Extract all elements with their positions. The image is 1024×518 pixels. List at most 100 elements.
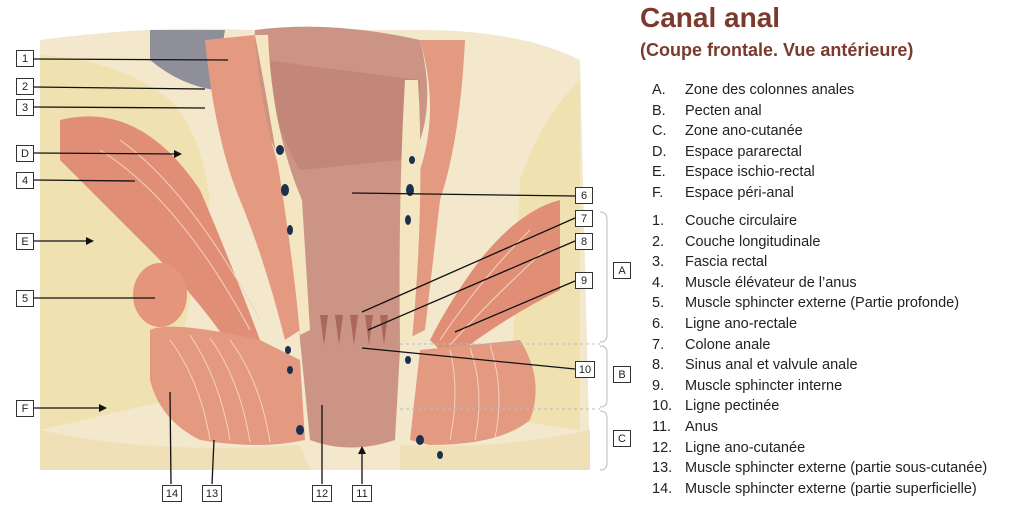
external-sphincter-right [410,340,536,445]
legend-key: 2. [652,233,665,250]
legend-item: 12. Ligne ano-cutanée [652,438,987,459]
perianal-skin-right [400,430,590,470]
legend-item: A. Zone des colonnes anales [652,80,854,101]
legend-text: Ligne pectinée [685,398,780,415]
legend-text: Colone anale [685,336,771,353]
legend-key: E. [652,164,666,181]
legend-key: 12. [652,439,673,456]
legend-item: 8. Sinus anal et valvule anale [652,355,987,376]
callout-8: 8 [575,233,593,250]
pointer-lines [33,58,576,485]
legend-key: C. [652,123,667,140]
legend-key: 5. [652,295,665,312]
callout-10: 10 [575,361,595,378]
callout-4: 4 [16,172,34,189]
legend-item: F. Espace péri-anal [652,183,854,204]
legend-item: 10. Ligne pectinée [652,396,987,417]
legend-item: 9. Muscle sphincter interne [652,376,987,397]
legend-text: Muscle sphincter externe (Partie profond… [685,295,960,312]
callout-C: C [613,430,631,447]
callout-F: F [16,400,34,417]
zone-brackets [400,211,608,471]
lumen-shadow [265,60,420,170]
muscle-fibres [99,139,546,443]
legend-key: 14. [652,480,673,497]
legend-item: 5. Muscle sphincter externe (Partie profo… [652,293,987,314]
levator-ani-right [430,200,560,360]
legend-key: 3. [652,254,665,271]
legend-item: B.Pecten anal [652,101,854,122]
legend-text: Sinus anal et valvule anale [685,357,858,374]
callout-14: 14 [162,485,182,502]
legend-text: Muscle élévateur de l’anus [685,274,857,291]
callout-13: 13 [202,485,222,502]
anal-canal-illustration [33,26,608,485]
legend-item: 3. Fascia rectal [652,252,987,273]
legend-item: D. Espace pararectal [652,142,854,163]
perianal-skin [40,430,310,470]
legend-text: Couche circulaire [685,213,798,229]
legend-key: F. [652,184,664,201]
legend-text: Couche longitudinale [685,233,821,250]
legend-key: 10. [652,398,673,415]
legend-key: 11. [652,418,672,435]
legend-key: 1. [652,213,665,229]
legend-key: 7. [652,336,665,353]
legend-text: Zone ano-cutanée [685,123,803,140]
legend-text: Espace péri-anal [685,184,794,201]
callout-A: A [613,262,631,279]
longitudinal-layer-right [399,80,421,345]
legend-text: Ligne ano-cutanée [685,439,806,456]
callout-D: D [16,145,34,162]
rectal-wall-left [205,35,300,340]
legend-text: Muscle sphincter interne [685,377,843,394]
callout-12: 12 [312,485,332,502]
callout-E: E [16,233,34,250]
legend-text: Espace ischio-rectal [685,164,815,181]
callout-3: 3 [16,99,34,116]
legend-item: 11. Anus [652,417,987,438]
legend-text: Zone des colonnes anales [685,82,855,98]
rectal-wall-right [405,40,465,340]
callout-1: 1 [16,50,34,67]
legend-text: Fascia rectal [685,254,768,271]
legend-key: 4. [652,274,665,291]
legend-key: 6. [652,315,665,332]
legend-item: 13. Muscle sphincter externe (partie sous… [652,458,987,479]
external-sphincter-left [150,326,305,445]
legend-text: Espace pararectal [685,143,802,160]
diagram-title: Canal anal [640,2,781,33]
legend-text: Anus [685,418,719,435]
legend-key: A. [652,82,666,98]
arrowheads [86,150,366,454]
legend-numbers: 1. Couche circulaire 2. Couche longitudinal… [652,211,987,499]
legend-key: 8. [652,357,665,374]
deep-sphincter-left [133,263,187,327]
legend-item: 14. Muscle sphincter externe (partie supe… [652,479,987,500]
callout-B: B [613,366,631,383]
callout-5: 5 [16,290,34,307]
legend-text: Ligne ano-rectale [685,315,798,332]
legend-item: 7. Colone anale [652,335,987,356]
legend-key: 13. [652,460,673,477]
legend-item: 4. Muscle élévateur de l’anus [652,273,987,294]
legend-key: D. [652,143,667,160]
callout-6: 6 [575,187,593,204]
diagram-subtitle: (Coupe frontale. Vue antérieure) [640,40,914,60]
legend-text: Pecten anal [685,102,762,119]
legend-text: Muscle sphincter externe (partie sous-cu… [685,460,988,477]
longitudinal-layer-left [255,35,310,335]
levator-ani-left [60,116,260,360]
legend-item: 2. Couche longitudinale [652,232,987,253]
legend-text: Muscle sphincter externe (partie superfi… [685,480,977,497]
legend-key: 9. [652,377,665,394]
callout-7: 7 [575,210,593,227]
legend-item: 6. Ligne ano-rectale [652,314,987,335]
callout-9: 9 [575,272,593,289]
legend-item: 1. Couche circulaire [652,211,987,232]
legend-item: C. Zone ano-cutanée [652,121,854,142]
legend-item: E. Espace ischio-rectal [652,162,854,183]
callout-2: 2 [16,78,34,95]
callout-11: 11 [352,485,372,502]
